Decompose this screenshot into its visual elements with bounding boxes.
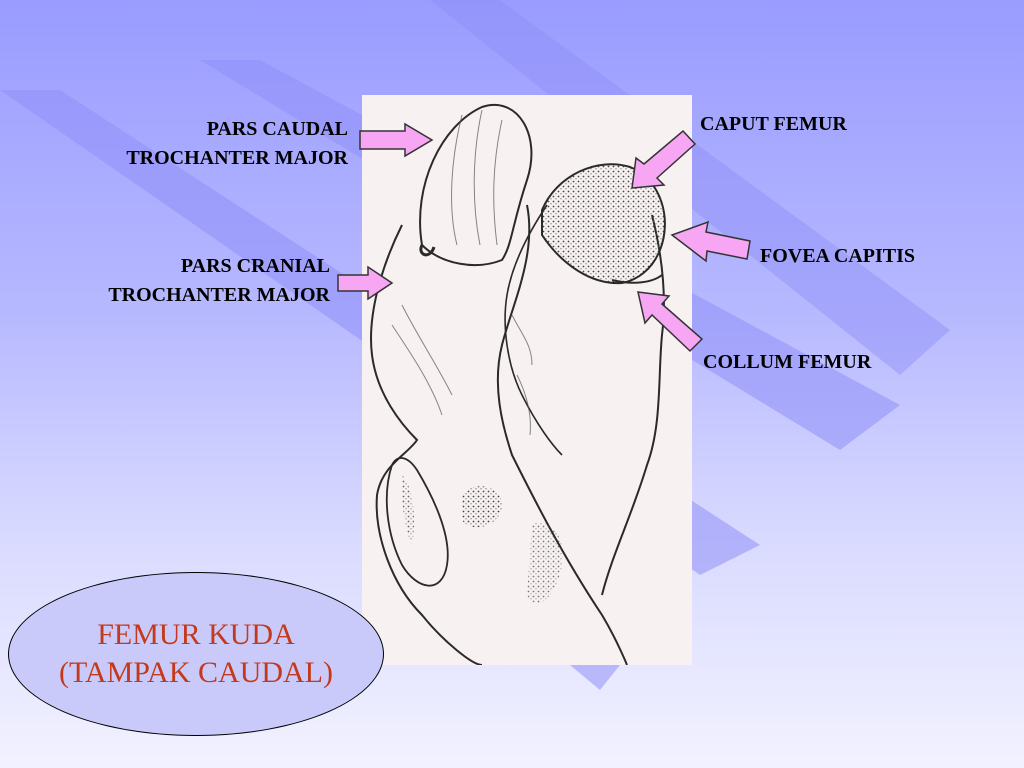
caput-femur-shape [541, 163, 666, 285]
label-caput-femur: CAPUT FEMUR [700, 113, 847, 135]
stipple-patch [401, 475, 414, 545]
title-line-2: (TAMPAK CAUDAL) [59, 656, 333, 689]
label-line: PARS CAUDAL [206, 118, 348, 140]
femur-medial-edge [504, 204, 563, 456]
trochanter-major-caudal [419, 104, 533, 266]
title-line-1: FEMUR KUDA [97, 618, 295, 651]
stipple-patch [527, 522, 563, 604]
title-ellipse: FEMUR KUDA (TAMPAK CAUDAL) [8, 572, 384, 736]
label-collum-femur: COLLUM FEMUR [703, 351, 872, 373]
label-line: TROCHANTER MAJOR [108, 284, 330, 306]
hatch-lines [391, 109, 533, 436]
trochanter-curl [419, 244, 436, 257]
label-pars-caudal-trochanter-major: PARS CAUDAL TROCHANTER MAJOR [40, 115, 348, 173]
fovea-line [611, 274, 663, 284]
label-fovea-capitis: FOVEA CAPITIS [760, 245, 916, 267]
label-line: PARS CRANIAL [180, 255, 330, 277]
trochanter-minor [385, 457, 449, 587]
stipple-patch [462, 486, 502, 528]
label-pars-cranial-trochanter-major: PARS CRANIAL TROCHANTER MAJOR [20, 252, 330, 310]
label-line: TROCHANTER MAJOR [126, 147, 348, 169]
femur-illustration [362, 95, 692, 665]
